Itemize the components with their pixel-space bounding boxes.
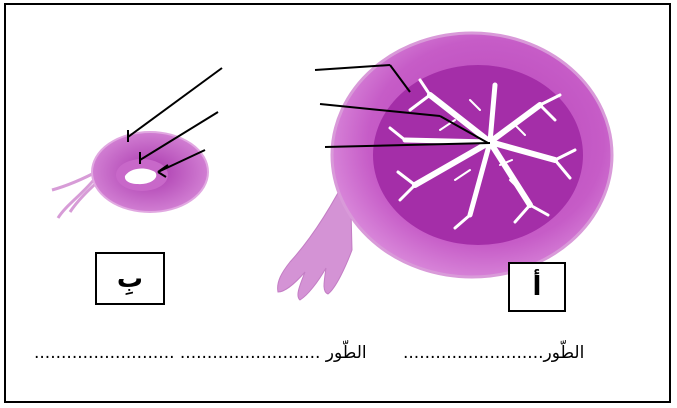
pointer-b-1 <box>128 68 222 137</box>
label-box-a: أ <box>508 262 566 312</box>
label-b-text: بِ <box>117 264 143 294</box>
section-a-inner <box>373 65 583 245</box>
caption-right: الطّور.......................... <box>403 343 584 363</box>
label-box-b: بِ <box>95 252 165 305</box>
label-a-text: أ <box>533 272 542 302</box>
section-b <box>52 132 208 218</box>
section-a <box>278 33 612 300</box>
caption-left: الطّور .......................... ......… <box>34 343 367 363</box>
